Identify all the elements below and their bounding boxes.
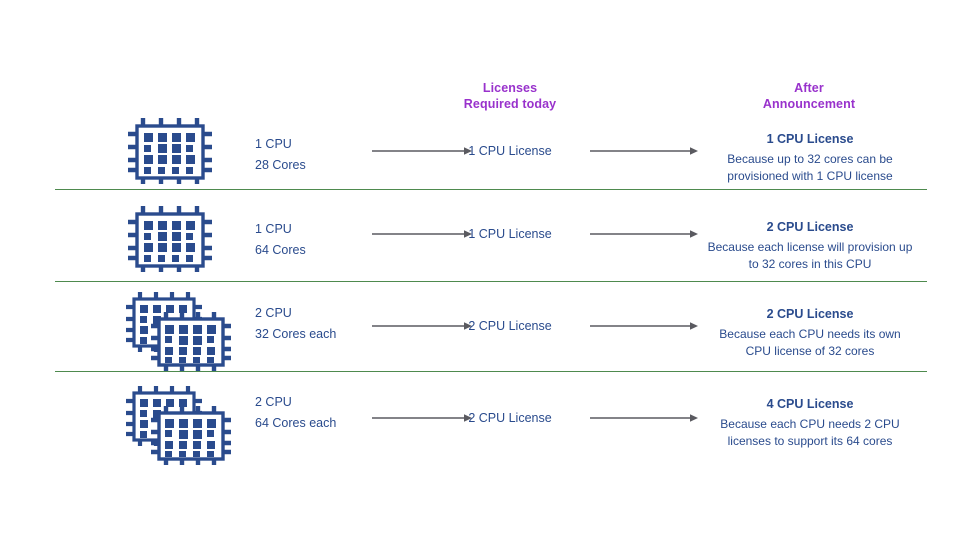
after-license-title: 2 CPU License [766, 307, 854, 321]
cpu-spec-line2: 64 Cores each [255, 416, 337, 430]
scenario-row: 1 CPU 28 Cores 1 CPU License 1 CPU Licen… [0, 104, 965, 190]
arrow-right-icon [590, 320, 698, 332]
after-license-reason: Because up to 32 cores can be provisione… [727, 152, 893, 183]
after-license-reason: Because each license will provision up t… [707, 240, 913, 271]
cpu-spec-line2: 28 Cores [255, 158, 306, 172]
column-header-licenses-line1: Licenses [482, 81, 538, 95]
arrow-right-icon [372, 228, 472, 240]
after-license-reason: Because each CPU needs its own CPU licen… [719, 327, 901, 358]
cpu-spec: 2 CPU 64 Cores each [255, 392, 380, 434]
cpu-spec-line1: 2 CPU [255, 306, 292, 320]
column-header-licenses-line2: Required today [463, 96, 557, 111]
arrow-right-icon [372, 320, 472, 332]
cpu-spec: 1 CPU 28 Cores [255, 134, 380, 176]
cpu-spec-line1: 2 CPU [255, 395, 292, 409]
cpu-chip-stacked-icon [118, 288, 253, 378]
arrow-right-icon [372, 145, 472, 157]
column-header-after-announcement: After Announcement [728, 81, 890, 112]
scenario-row: 2 CPU 64 Cores each 2 CPU License 4 CPU … [0, 372, 965, 467]
after-license-reason: Because each CPU needs 2 CPU licenses to… [720, 417, 900, 448]
licenses-today-value: 2 CPU License [468, 319, 552, 333]
after-license-title: 4 CPU License [766, 397, 854, 411]
licenses-today-value: 1 CPU License [468, 227, 552, 241]
after-license-title: 1 CPU License [766, 132, 854, 146]
scenario-row: 2 CPU 32 Cores each 2 CPU License 2 CPU … [0, 282, 965, 372]
arrow-right-icon [372, 412, 472, 424]
after-announcement-cell: 2 CPU License Because each license will … [706, 219, 914, 272]
cpu-spec: 1 CPU 64 Cores [255, 219, 380, 261]
column-header-licenses-required-today: Licenses Required today [430, 81, 590, 112]
scenario-row: 1 CPU 64 Cores 1 CPU License 2 CPU Licen… [0, 190, 965, 282]
cpu-spec: 2 CPU 32 Cores each [255, 303, 380, 345]
licenses-today-value: 2 CPU License [468, 411, 552, 425]
cpu-spec-line1: 1 CPU [255, 222, 292, 236]
licenses-today-value: 1 CPU License [468, 144, 552, 158]
after-announcement-cell: 1 CPU License Because up to 32 cores can… [706, 131, 914, 184]
arrow-right-icon [590, 412, 698, 424]
after-announcement-cell: 4 CPU License Because each CPU needs 2 C… [706, 396, 914, 449]
after-announcement-cell: 2 CPU License Because each CPU needs its… [706, 306, 914, 359]
cpu-spec-line1: 1 CPU [255, 137, 292, 151]
cpu-chip-stacked-icon [118, 382, 253, 472]
row-divider [55, 281, 927, 282]
column-header-after-line2: Announcement [762, 96, 856, 111]
row-divider [55, 189, 927, 190]
after-license-title: 2 CPU License [766, 220, 854, 234]
column-header-after-line1: After [794, 81, 824, 95]
arrow-right-icon [590, 145, 698, 157]
cpu-chip-single-icon [118, 110, 253, 192]
arrow-right-icon [590, 228, 698, 240]
row-divider [55, 371, 927, 372]
cpu-chip-single-icon [118, 198, 253, 280]
cpu-spec-line2: 64 Cores [255, 243, 306, 257]
cpu-spec-line2: 32 Cores each [255, 327, 337, 341]
